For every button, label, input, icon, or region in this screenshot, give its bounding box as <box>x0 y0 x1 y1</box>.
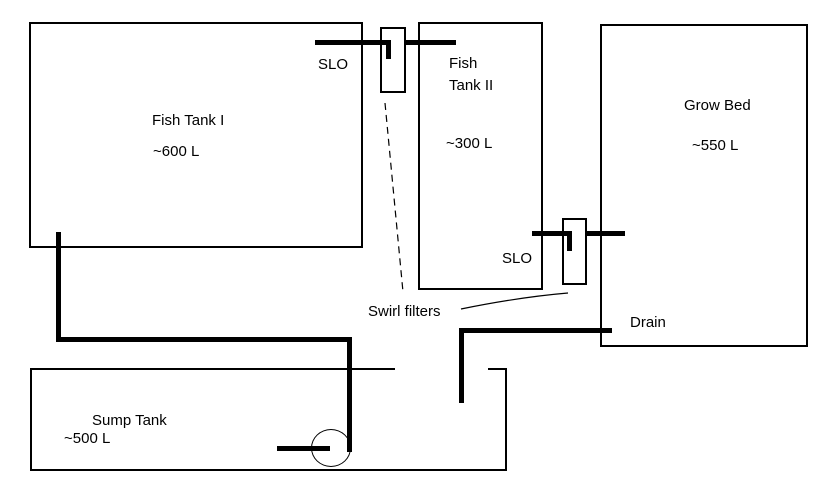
fish-tank-1-volume: ~600 L <box>153 143 200 160</box>
slo-label-2: SLO <box>502 250 533 267</box>
fish-tank-2-label: Fish Tank II <box>449 55 494 94</box>
slo-label-1: SLO <box>318 56 349 73</box>
grow-bed-drain-pipe-horizontal <box>459 328 612 333</box>
grow-bed-box <box>600 24 808 347</box>
slo2-pipe-right <box>586 231 625 236</box>
slo2-pipe-left <box>532 231 572 236</box>
slo1-pipe-right <box>405 40 456 45</box>
sump-tank-box <box>30 368 507 471</box>
sump-tank-opening <box>395 367 488 373</box>
fish-tank-1-outlet-pipe-vertical <box>56 232 61 342</box>
fish-tank-1-label: Fish Tank I <box>152 112 225 129</box>
fish-tank-2-volume: ~300 L <box>446 135 493 152</box>
drain-label: Drain <box>630 314 666 331</box>
sump-inlet-pipe-vertical <box>347 337 352 452</box>
swirl-filter-2-pointer-line <box>460 292 569 310</box>
sump-tank-volume: ~500 L <box>64 430 111 447</box>
slo2-pipe-drop <box>567 231 572 251</box>
grow-bed-label: Grow Bed <box>684 97 751 114</box>
fish-tank-1-outlet-pipe-horizontal <box>56 337 352 342</box>
fish-tank-1-box <box>29 22 363 248</box>
fish-tank-2-box <box>418 22 543 290</box>
slo1-pipe-left <box>315 40 390 45</box>
swirl-filter-2-box <box>562 218 587 285</box>
swirl-filters-label: Swirl filters <box>368 303 441 320</box>
sump-tank-label: Sump Tank <box>92 412 167 429</box>
swirl-filter-1-pointer-line <box>384 102 404 293</box>
pump-outlet-pipe <box>277 446 330 451</box>
swirl-filter-1-box <box>380 27 406 93</box>
grow-bed-drain-pipe-vertical <box>459 328 464 403</box>
grow-bed-volume: ~550 L <box>692 137 739 154</box>
slo1-pipe-drop <box>386 40 391 59</box>
